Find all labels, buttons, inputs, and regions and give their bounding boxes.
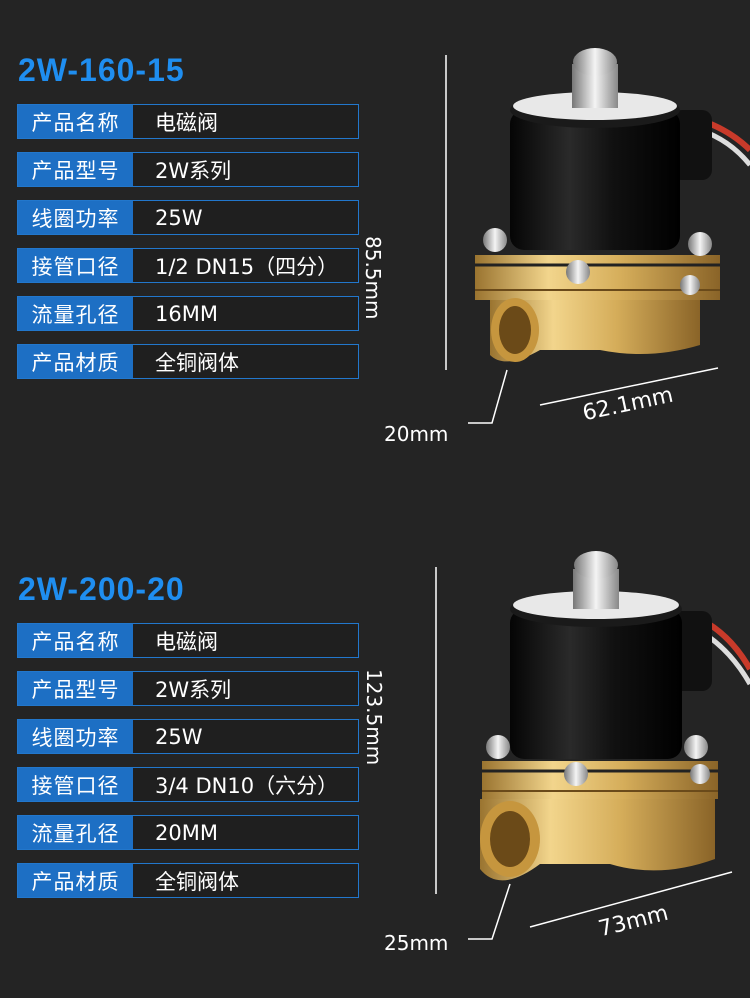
dim-height: 85.5mm xyxy=(361,236,385,320)
spec-label: 产品型号 xyxy=(18,153,133,186)
spec-label: 流量孔径 xyxy=(18,816,133,849)
spec-value: 2W系列 xyxy=(155,158,232,183)
spec-row-material: 产品材质 全铜阀体 xyxy=(17,863,359,898)
spec-value: 2W系列 xyxy=(155,677,232,702)
dim-port: 25mm xyxy=(384,931,449,955)
product-section-2: 2W-200-20 产品名称 电磁阀 产品型号 2W系列 线圈功率 25W 接管… xyxy=(0,499,750,998)
spec-value: 25W xyxy=(155,205,203,230)
spec-label: 产品材质 xyxy=(18,864,133,897)
spec-row-model: 产品型号 2W系列 xyxy=(17,152,359,187)
spec-label: 产品材质 xyxy=(18,345,133,378)
spec-row-caliber: 接管口径 3/4 DN10（六分） xyxy=(17,767,359,802)
spec-label: 线圈功率 xyxy=(18,720,133,753)
spec-label: 线圈功率 xyxy=(18,201,133,234)
spec-row-orifice: 流量孔径 20MM xyxy=(17,815,359,850)
spec-row-caliber: 接管口径 1/2 DN15（四分） xyxy=(17,248,359,283)
spec-value: 1/2 DN15（四分） xyxy=(155,254,339,279)
spec-value: 全铜阀体 xyxy=(155,350,239,375)
spec-label: 流量孔径 xyxy=(18,297,133,330)
spec-row-model: 产品型号 2W系列 xyxy=(17,671,359,706)
spec-label: 产品名称 xyxy=(18,105,133,138)
spec-label: 产品型号 xyxy=(18,672,133,705)
spec-value: 3/4 DN10（六分） xyxy=(155,773,339,798)
spec-label: 接管口径 xyxy=(18,249,133,282)
spec-label: 接管口径 xyxy=(18,768,133,801)
spec-value: 16MM xyxy=(155,301,218,326)
spec-value: 25W xyxy=(155,724,203,749)
spec-table: 产品名称 电磁阀 产品型号 2W系列 线圈功率 25W 接管口径 1/2 DN1… xyxy=(17,104,359,392)
spec-row-material: 产品材质 全铜阀体 xyxy=(17,344,359,379)
dim-port: 20mm xyxy=(384,422,449,446)
spec-row-name: 产品名称 电磁阀 xyxy=(17,623,359,658)
spec-row-orifice: 流量孔径 16MM xyxy=(17,296,359,331)
spec-table: 产品名称 电磁阀 产品型号 2W系列 线圈功率 25W 接管口径 3/4 DN1… xyxy=(17,623,359,911)
spec-value: 电磁阀 xyxy=(155,629,218,654)
spec-row-power: 线圈功率 25W xyxy=(17,200,359,235)
spec-label: 产品名称 xyxy=(18,624,133,657)
spec-value: 20MM xyxy=(155,820,218,845)
spec-row-power: 线圈功率 25W xyxy=(17,719,359,754)
solenoid-valve-image xyxy=(435,551,750,940)
spec-value: 全铜阀体 xyxy=(155,869,239,894)
spec-row-name: 产品名称 电磁阀 xyxy=(17,104,359,139)
product-section-1: 2W-160-15 产品名称 电磁阀 产品型号 2W系列 线圈功率 25W 接管… xyxy=(17,48,750,446)
solenoid-valve-image xyxy=(445,48,750,424)
model-title: 2W-200-20 xyxy=(18,571,185,607)
spec-value: 电磁阀 xyxy=(155,110,218,135)
model-title: 2W-160-15 xyxy=(18,52,185,88)
dim-height: 123.5mm xyxy=(362,669,386,766)
